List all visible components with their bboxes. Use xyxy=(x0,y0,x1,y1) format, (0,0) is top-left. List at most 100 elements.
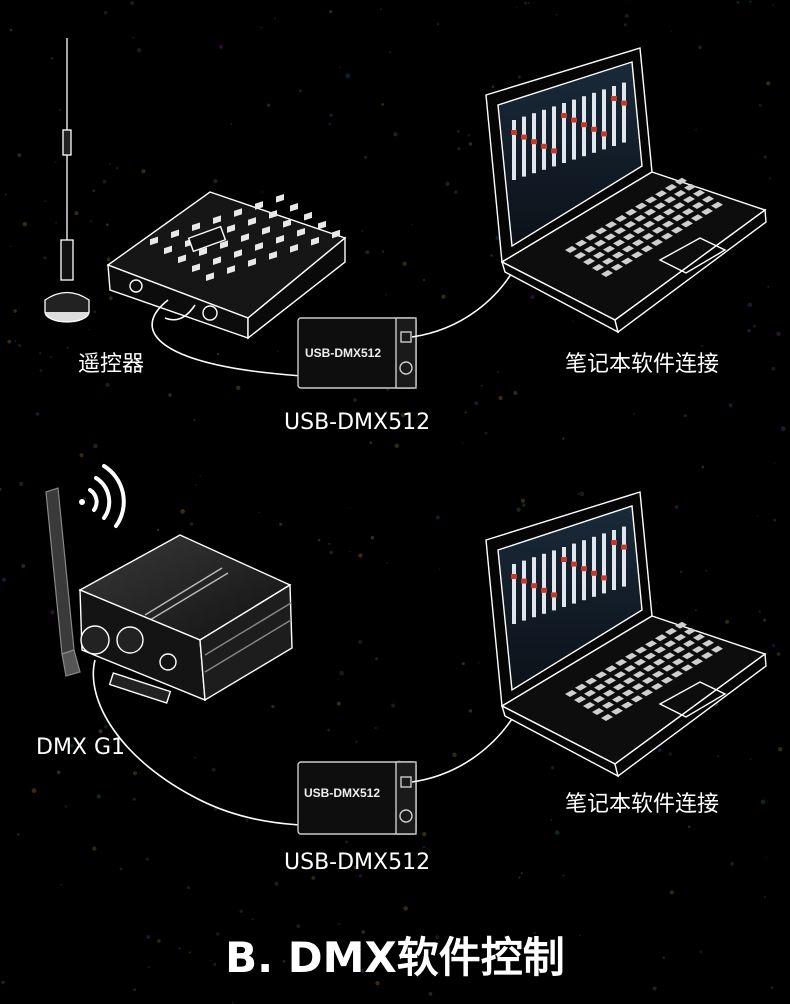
sparkle-dot xyxy=(624,23,627,26)
sparkle-dot xyxy=(384,410,388,413)
sparkle-dot xyxy=(338,66,341,69)
sparkle-dot xyxy=(261,191,263,193)
keyboard-key xyxy=(641,689,653,697)
keyboard-key xyxy=(614,671,626,679)
sparkle-dot xyxy=(380,8,382,11)
keyboard-key xyxy=(623,233,635,241)
sparkle-dot xyxy=(354,866,357,869)
fader-track xyxy=(512,564,516,624)
fader-knob xyxy=(551,148,557,154)
sparkle-dot xyxy=(769,177,771,180)
sparkle-dot xyxy=(520,872,523,875)
keyboard-key xyxy=(605,221,617,229)
sparkle-dot xyxy=(555,13,558,16)
sparkle-dot xyxy=(199,475,202,477)
sparkle-dot xyxy=(102,179,107,184)
keyboard-key xyxy=(592,264,604,271)
sparkle-dot xyxy=(132,797,136,801)
sparkle-dot xyxy=(19,481,24,486)
keyboard-key xyxy=(575,683,587,691)
keypad-button xyxy=(290,202,298,212)
keyboard-key xyxy=(702,639,714,647)
sparkle-dot xyxy=(358,640,363,645)
sparkle-dot xyxy=(668,752,672,756)
sparkle-dot xyxy=(9,28,13,32)
keyboard-key xyxy=(634,214,646,222)
sparkle-dot xyxy=(516,7,518,9)
keypad-button xyxy=(234,249,242,258)
sparkle-dot xyxy=(298,89,302,93)
sparkle-dot xyxy=(180,509,186,514)
sparkle-dot xyxy=(329,113,333,117)
keypad-button xyxy=(255,242,263,251)
keyboard-key xyxy=(605,665,617,673)
sparkle-dot xyxy=(635,365,638,367)
keypad-button xyxy=(234,208,242,217)
keypad-button xyxy=(283,219,291,228)
sparkle-dot xyxy=(438,568,441,571)
keyboard-key xyxy=(702,195,714,203)
sparkle-dot xyxy=(2,577,6,582)
sparkle-dot xyxy=(736,1,740,4)
keypad-button xyxy=(332,229,340,239)
sparkle-dot xyxy=(141,169,146,174)
keyboard-key xyxy=(612,251,624,259)
sparkle-dot xyxy=(59,109,62,111)
sparkle-dot xyxy=(468,709,473,713)
sparkle-dot xyxy=(168,393,172,397)
sparkle-dot xyxy=(345,73,351,79)
sparkle-dot xyxy=(662,956,666,959)
sparkle-dot xyxy=(329,550,334,555)
keypad-button xyxy=(192,222,200,232)
sparkle-dot xyxy=(422,278,426,282)
keypad-button xyxy=(269,251,277,260)
keypad-button xyxy=(171,229,179,239)
keyboard-key xyxy=(684,627,696,635)
fader-knob xyxy=(571,117,577,123)
sparkle-dot xyxy=(765,857,767,859)
sparkle-dot xyxy=(771,366,776,371)
keyboard-key xyxy=(623,677,635,685)
sparkle-dot xyxy=(658,748,662,752)
keypad-button xyxy=(255,201,263,210)
sparkle-dot xyxy=(776,652,781,656)
fader-knob xyxy=(521,134,527,140)
dmx-g1-receiver-device xyxy=(78,534,293,704)
sparkle-dot xyxy=(360,968,365,974)
keyboard-key xyxy=(624,221,636,228)
keyboard-key xyxy=(691,214,703,222)
sparkle-dot xyxy=(5,193,7,196)
usb-dmx512-device-top xyxy=(297,317,417,389)
sparkle-dot xyxy=(655,602,657,604)
keyboard-key xyxy=(652,226,664,234)
sparkle-dot xyxy=(497,371,500,374)
sparkle-dot xyxy=(461,662,465,666)
sparkle-dot xyxy=(498,395,503,401)
sparkle-dot xyxy=(274,881,279,886)
keyboard-key xyxy=(692,646,704,653)
sparkle-dot xyxy=(116,167,119,170)
keyboard-key xyxy=(622,689,634,697)
keypad-button xyxy=(304,211,312,221)
keyboard-key xyxy=(565,246,577,253)
sparkle-dot xyxy=(296,924,301,929)
receiver-label: DMX G1 xyxy=(36,735,126,760)
keyboard-key xyxy=(642,677,654,684)
keyboard-key xyxy=(652,670,664,678)
sparkle-dot xyxy=(260,26,262,29)
sparkle-dot xyxy=(266,103,271,107)
keyboard-key xyxy=(673,202,685,210)
keyboard-key xyxy=(631,251,643,259)
sparkle-dot xyxy=(43,256,47,260)
sparkle-dot xyxy=(579,934,581,937)
page-title: B. DMX软件控制 xyxy=(225,933,565,982)
keyboard-key xyxy=(594,239,606,247)
sparkle-dot xyxy=(695,609,697,611)
sparkle-dot xyxy=(55,221,58,224)
sparkle-dot xyxy=(370,535,375,540)
sparkle-dot xyxy=(374,726,377,730)
sparkle-dot xyxy=(770,986,774,989)
keyboard-key xyxy=(574,252,586,259)
sparkle-dot xyxy=(336,701,341,706)
sparkle-dot xyxy=(35,412,40,416)
